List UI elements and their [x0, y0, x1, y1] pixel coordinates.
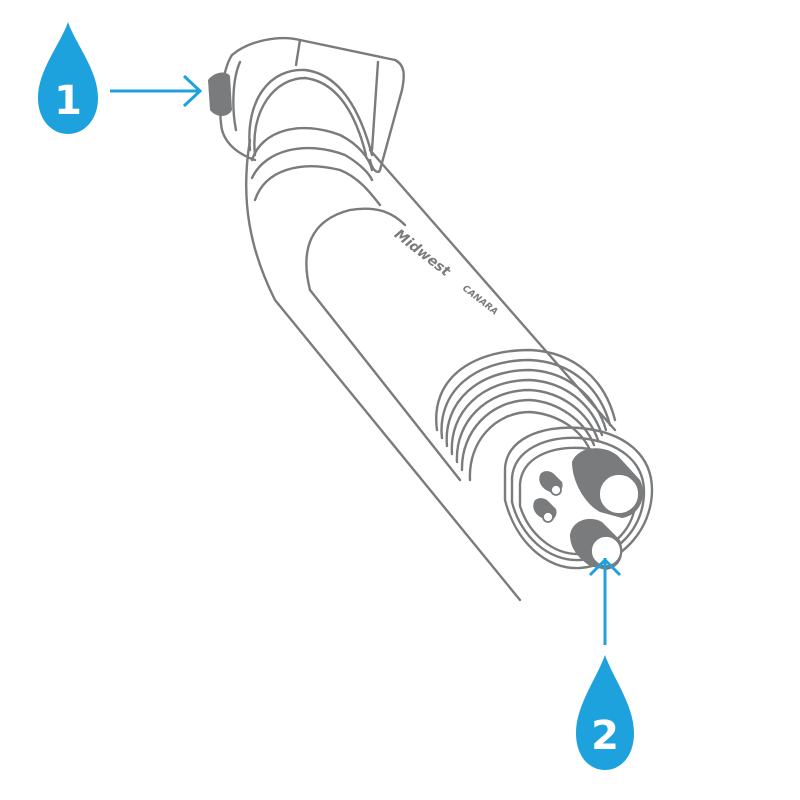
arrow-right-icon [110, 74, 203, 108]
callout-2: 2 [576, 557, 634, 770]
body-left-edge [245, 138, 522, 602]
svg-text:CANARA: CANARA [460, 284, 499, 318]
body-grip-join [305, 207, 407, 292]
callout-1: 1 [38, 22, 203, 134]
callout-number-2: 2 [591, 713, 619, 759]
handpiece-illustration: Midwest CANARA [208, 36, 654, 602]
model-label: CANARA [460, 284, 499, 318]
head-ring [248, 68, 374, 157]
head-cap [230, 36, 405, 174]
drop-badge-2 [576, 655, 634, 770]
threaded-rings [435, 348, 617, 482]
body-right-edge [368, 148, 617, 432]
arrow-up-icon [588, 557, 622, 645]
drop-badge-1 [38, 22, 98, 134]
push-button [208, 72, 232, 116]
connector-face [503, 426, 654, 570]
callout-number-1: 1 [54, 78, 82, 124]
